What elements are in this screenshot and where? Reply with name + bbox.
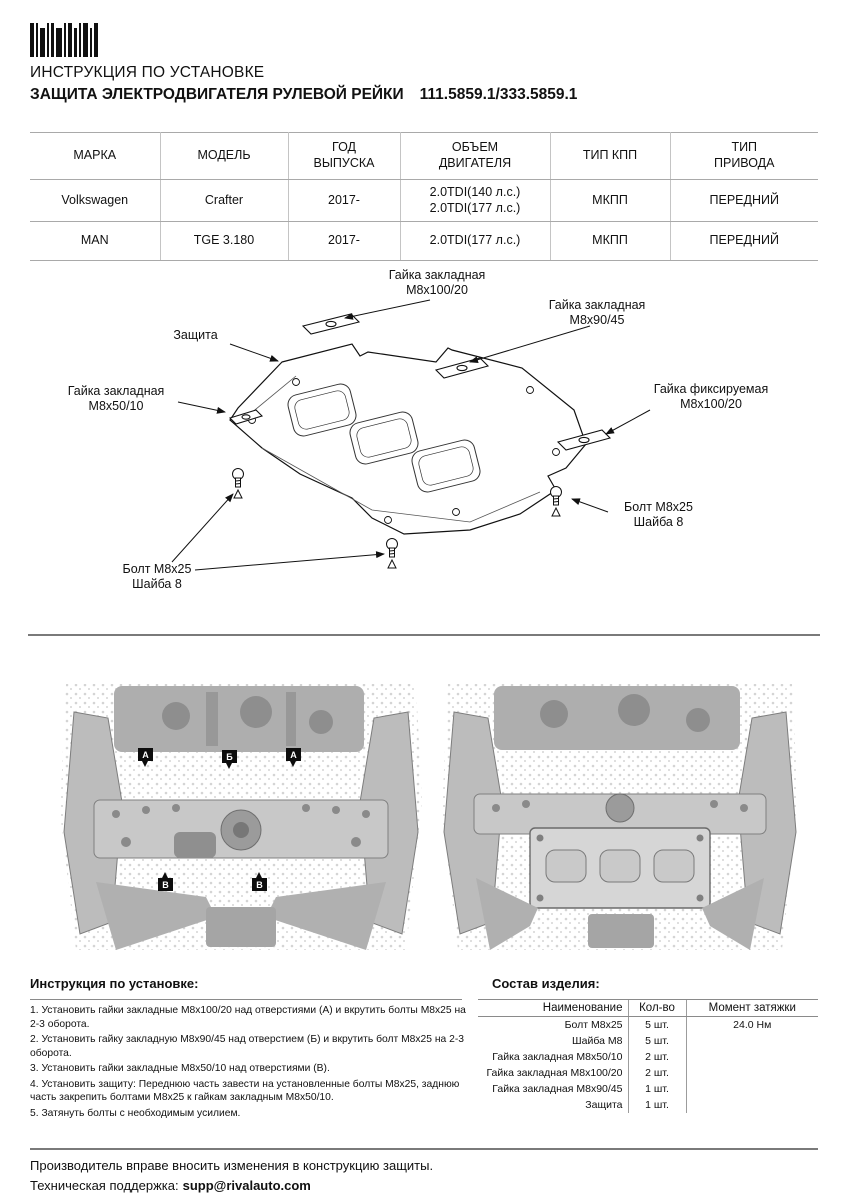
part-qty: 1 шт. [627, 1081, 686, 1097]
marker-b: Б [222, 750, 237, 769]
support-email: supp@rivalauto.com [182, 1178, 311, 1193]
col-gearbox: ТИП КПП [549, 132, 671, 180]
col-brand: МАРКА [30, 132, 161, 180]
vehicle-spec-table: МАРКА МОДЕЛЬ ГОД ВЫПУСКА ОБЪЕМ ДВИГАТЕЛЯ… [30, 132, 818, 262]
parts-table: Наименование Кол-во Момент затяжки Болт … [478, 999, 818, 1113]
install-step: 2. Установить гайку закладную М8х90/45 н… [30, 1034, 465, 1059]
article-number: 111.5859.1/333.5859.1 [419, 86, 578, 103]
cell-brand: MAN [30, 221, 161, 262]
bolt-icon [386, 538, 398, 569]
part-name: Шайба М8 [572, 1035, 623, 1047]
parts-heading: Состав изделия: [492, 976, 600, 991]
part-qty: 2 шт. [627, 1049, 686, 1065]
bolt-icon [232, 468, 244, 499]
page-title: ИНСТРУКЦИЯ ПО УСТАНОВКЕ [30, 64, 265, 81]
cell-year: 2017- [287, 221, 401, 262]
rival-logo [30, 20, 100, 65]
col-part-name: Наименование [478, 999, 628, 1017]
support-label: Техническая поддержка: [30, 1178, 179, 1193]
part-torque [685, 1033, 818, 1049]
subtitle-text: ЗАЩИТА ЭЛЕКТРОДВИГАТЕЛЯ РУЛЕВОЙ РЕЙКИ [30, 86, 404, 103]
marker-v2: В [252, 872, 267, 891]
label-bolt-right: Болт М8х25 Шайба 8 [624, 500, 693, 529]
label-nut-m8x100-20: Гайка закладная М8х100/20 [388, 268, 486, 297]
table-row: Защита 1 шт. [478, 1097, 818, 1113]
chassis-photo-after [442, 684, 798, 950]
bolt-icon [550, 486, 562, 517]
parts-header-row: Наименование Кол-во Момент затяжки [478, 999, 818, 1017]
cell-gearbox: МКПП [549, 221, 671, 262]
part-torque: 24.0 Нм [685, 1016, 818, 1033]
cell-gearbox: МКПП [549, 178, 671, 223]
install-step: 3. Установить гайки закладные М8х50/10 н… [30, 1063, 330, 1075]
spec-header-row: МАРКА МОДЕЛЬ ГОД ВЫПУСКА ОБЪЕМ ДВИГАТЕЛЯ… [30, 132, 818, 180]
exploded-view-drawing [171, 299, 651, 571]
leader-lines [171, 299, 651, 571]
support-line: Техническая поддержка:supp@rivalauto.com [30, 1178, 311, 1193]
part-name: Гайка закладная М8х90/45 [492, 1083, 623, 1095]
cell-year: 2017- [287, 178, 401, 223]
table-row: Volkswagen Crafter 2017- 2.0TDI(140 л.с.… [30, 178, 818, 223]
col-drive: ТИП ПРИВОДА [669, 132, 818, 180]
photo-installed-shield [438, 682, 802, 956]
install-step: 5. Затянуть болты с необходимым усилием. [30, 1108, 241, 1120]
marker-a1: А [138, 748, 153, 767]
part-name: Болт М8х25 [564, 1019, 623, 1031]
manufacturer-note: Производитель вправе вносить изменения в… [30, 1158, 434, 1173]
install-heading-rule [30, 999, 462, 1000]
marker-v1: В [158, 872, 173, 891]
table-row: Шайба М8 5 шт. [478, 1033, 818, 1049]
col-part-torque: Момент затяжки [685, 999, 818, 1017]
part-qty: 5 шт. [627, 1033, 686, 1049]
label-shield: Защита [173, 328, 218, 342]
col-year: ГОД ВЫПУСКА [287, 132, 401, 180]
part-torque [685, 1097, 818, 1113]
cell-engine: 2.0TDI(140 л.с.) 2.0TDI(177 л.с.) [399, 178, 551, 223]
cell-engine: 2.0TDI(177 л.с.) [399, 221, 551, 262]
cell-drive: ПЕРЕДНИЙ [669, 221, 818, 262]
label-nut-fixed-m8x100-20: Гайка фиксируемая М8х100/20 [653, 382, 769, 411]
label-nut-m8x50-10: Гайка закладная М8х50/10 [67, 384, 165, 413]
label-nut-m8x90-45: Гайка закладная М8х90/45 [548, 298, 646, 327]
install-heading: Инструкция по установке: [30, 976, 199, 991]
cell-drive: ПЕРЕДНИЙ [669, 178, 818, 223]
shield-plate-drawing [229, 343, 587, 535]
table-row: MAN TGE 3.180 2017- 2.0TDI(177 л.с.) МКП… [30, 221, 818, 262]
part-torque [685, 1065, 818, 1081]
footer-rule [30, 1148, 818, 1150]
part-name: Гайка закладная М8х50/10 [492, 1051, 623, 1063]
table-row: Болт М8х25 5 шт. 24.0 Нм [478, 1016, 818, 1033]
part-qty: 2 шт. [627, 1065, 686, 1081]
table-row: Гайка закладная М8х50/10 2 шт. [478, 1049, 818, 1065]
page-subtitle: ЗАЩИТА ЭЛЕКТРОДВИГАТЕЛЯ РУЛЕВОЙ РЕЙКИ 111… [30, 86, 577, 104]
part-qty: 5 шт. [627, 1016, 686, 1033]
table-row: Гайка закладная М8х90/45 1 шт. [478, 1081, 818, 1097]
col-engine: ОБЪЕМ ДВИГАТЕЛЯ [399, 132, 551, 180]
part-qty: 1 шт. [627, 1097, 686, 1113]
part-name: Защита [585, 1099, 623, 1111]
col-model: МОДЕЛЬ [159, 132, 289, 180]
chassis-photo-before [60, 684, 422, 950]
cell-model: TGE 3.180 [159, 221, 289, 262]
rival-barcode-icon [30, 23, 98, 57]
label-bolt-left: Болт М8х25 Шайба 8 [122, 562, 192, 591]
install-step: 4. Установить защиту: Переднюю часть зав… [30, 1078, 460, 1104]
section-divider [28, 634, 820, 636]
install-step: 1. Установить гайки закладные М8х100/20 … [30, 1005, 466, 1030]
install-steps: 1. Установить гайки закладные М8х100/20 … [30, 1004, 470, 1123]
marker-a2: А [286, 748, 301, 767]
col-part-qty: Кол-во [627, 999, 686, 1017]
exploded-diagram: Гайка закладная М8х100/20 Гайка закладна… [0, 262, 848, 634]
cell-model: Crafter [159, 178, 289, 223]
part-torque [685, 1081, 818, 1097]
cell-brand: Volkswagen [30, 178, 161, 223]
part-torque [685, 1049, 818, 1065]
part-name: Гайка закладная М8х100/20 [486, 1067, 623, 1079]
table-row: Гайка закладная М8х100/20 2 шт. [478, 1065, 818, 1081]
photo-mounting-points: А Б А В В [56, 682, 426, 956]
